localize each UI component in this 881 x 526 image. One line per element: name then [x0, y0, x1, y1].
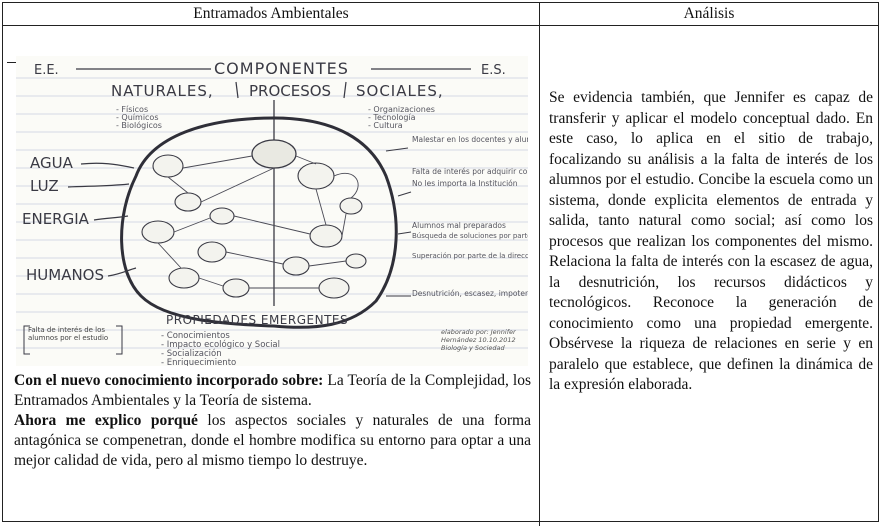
- p2-bold: Ahora me explico porqué: [14, 412, 198, 429]
- sociales-title: SOCIALES,: [356, 82, 444, 100]
- entramados-cell: E.E. E.S. COMPONENTES NATURALES, PROCESO…: [3, 26, 540, 526]
- components-title: COMPONENTES: [214, 59, 349, 78]
- output-3: No les importa la Institución: [412, 179, 518, 188]
- analysis-text: Se evidencia también, que Jennifer es ca…: [549, 89, 873, 393]
- header-entramados: Entramados Ambientales: [3, 3, 540, 25]
- input-agua: AGUA: [30, 154, 74, 172]
- header-analisis: Análisis: [683, 5, 735, 22]
- p1-bold: Con el nuevo conocimiento incorporado so…: [14, 372, 324, 389]
- procesos-title: PROCESOS: [249, 82, 331, 100]
- analisis-cell: Se evidencia también, que Jennifer es ca…: [540, 26, 878, 526]
- system-boundary: [120, 116, 398, 329]
- diagram-svg: E.E. E.S. COMPONENTES NATURALES, PROCESO…: [16, 59, 528, 366]
- table-body-row: E.E. E.S. COMPONENTES NATURALES, PROCESO…: [3, 26, 878, 526]
- sociales-item-3: - Cultura: [368, 121, 403, 130]
- table-header-row: Entramados Ambientales Análisis: [3, 3, 878, 26]
- input-luz: LUZ: [30, 177, 59, 195]
- ee-label: E.E.: [34, 63, 59, 78]
- output-7: Desnutrición, escasez, impotencia, apatí…: [412, 289, 528, 298]
- output-4: Alumnos mal preparados: [412, 221, 506, 230]
- bottom-left-note: Falta de interés de los alumnos por el e…: [28, 326, 109, 342]
- naturales-item-2: - Químicos: [116, 113, 159, 122]
- naturales-title: NATURALES,: [111, 82, 214, 100]
- naturales-item-1: - Físicos: [116, 105, 148, 114]
- output-2: Falta de interés por adquirir conocimien…: [412, 167, 528, 176]
- emergentes-item-3: - Socialización: [161, 348, 222, 359]
- input-energia: ENERGIA: [22, 210, 90, 228]
- left-paragraph-1: Con el nuevo conocimiento incorporado so…: [14, 371, 531, 411]
- p1-rest: La Teoría de la Complejidad, los Entrama…: [14, 372, 531, 409]
- emergentes-item-4: - Enriquecimiento: [161, 358, 236, 366]
- output-6: Superación por parte de la dirección par…: [412, 252, 528, 260]
- emergentes-item-1: - Conocimientos: [161, 331, 230, 341]
- signature-note: elaborado por: Jennifer Hernández 10.10.…: [441, 328, 516, 352]
- p2-rest: los aspectos sociales y naturales de una…: [14, 412, 531, 469]
- emergentes-item-2: - Impacto ecológico y Social: [161, 339, 280, 350]
- left-text-block: Con el nuevo conocimiento incorporado so…: [14, 371, 531, 471]
- output-1: Malestar en los docentes y alumnos: [412, 135, 528, 144]
- es-label: E.S.: [481, 63, 506, 78]
- sociales-item-2: - Tecnología: [368, 113, 416, 122]
- left-paragraph-2: Ahora me explico porqué los aspectos soc…: [14, 411, 531, 471]
- handwritten-diagram-image: E.E. E.S. COMPONENTES NATURALES, PROCESO…: [16, 56, 528, 366]
- sociales-item-1: - Organizaciones: [368, 105, 435, 114]
- output-5: Búsqueda de soluciones por parte de algu…: [412, 232, 528, 240]
- input-humanos: HUMANOS: [26, 266, 104, 284]
- emergentes-title: PROPIEDADES EMERGENTES: [166, 313, 348, 327]
- dash-mark: [7, 62, 16, 63]
- naturales-item-3: - Biológicos: [116, 120, 162, 130]
